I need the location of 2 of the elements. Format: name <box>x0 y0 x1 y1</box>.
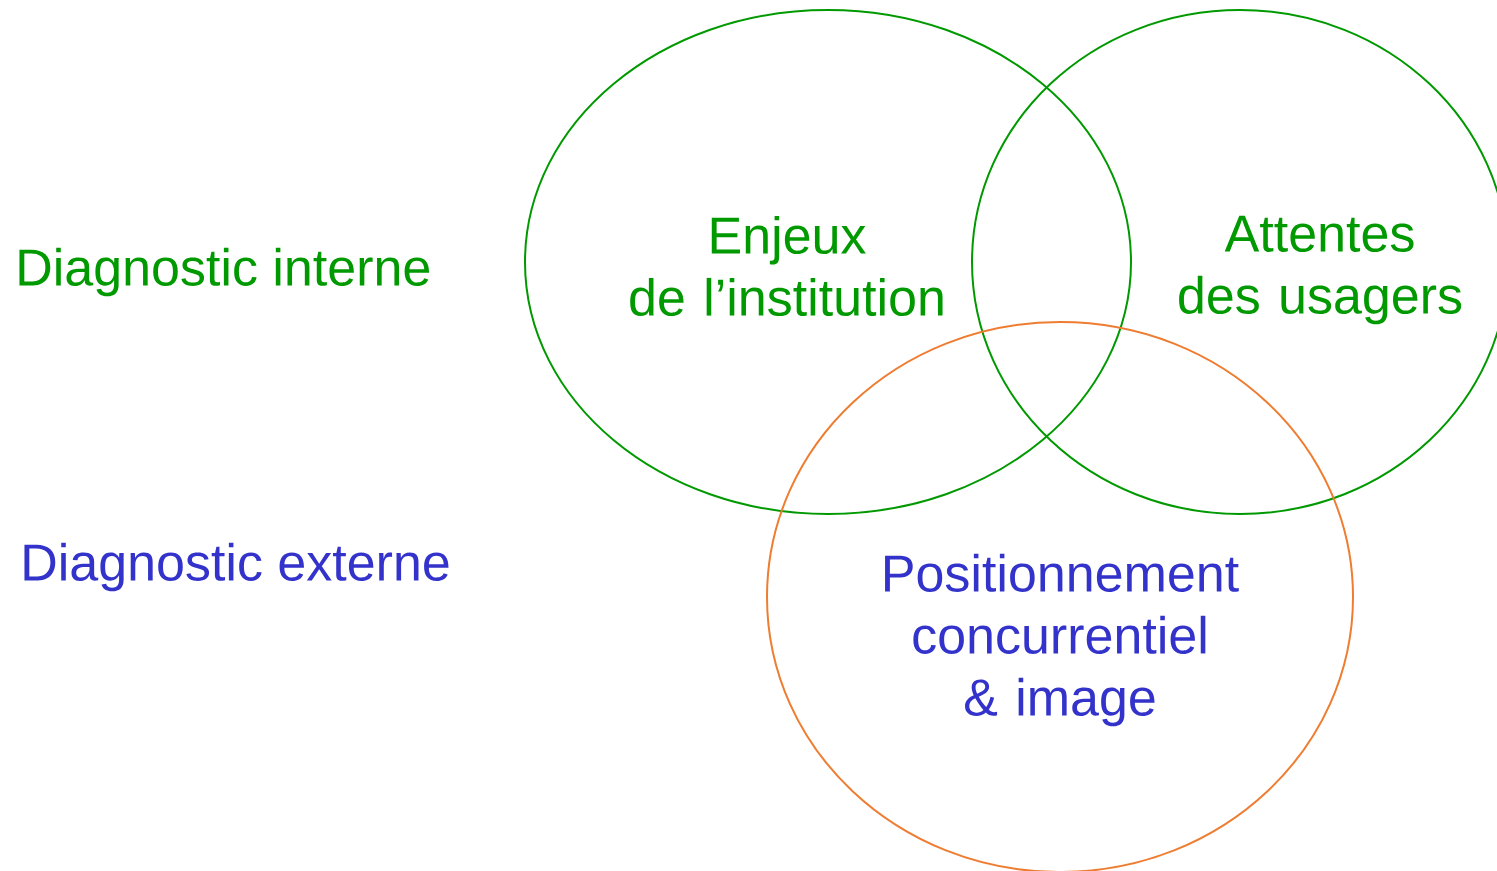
side-label: Diagnostic externe <box>24 542 449 592</box>
side-label: Diagnostic interne <box>19 247 429 297</box>
